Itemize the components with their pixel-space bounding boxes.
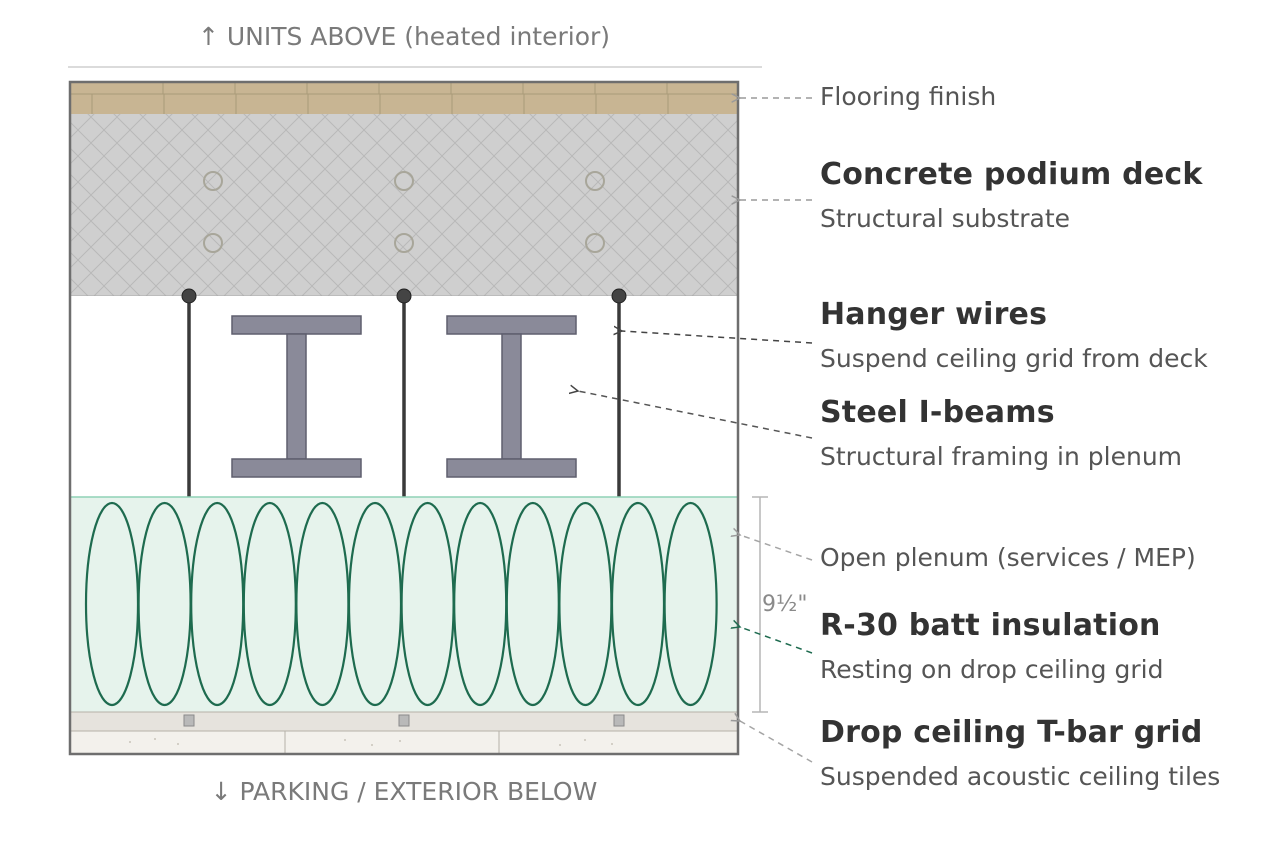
concrete-deck-layer bbox=[70, 114, 738, 297]
batt-insulation-layer bbox=[70, 496, 738, 712]
dimension-marker bbox=[752, 496, 768, 713]
bottom-edge-label: ↓ PARKING / EXTERIOR BELOW bbox=[210, 777, 598, 806]
leader-beams bbox=[578, 391, 813, 439]
hangers-subtitle: Suspend ceiling grid from deck bbox=[820, 344, 1208, 373]
ceiling-title: Drop ceiling T-bar grid bbox=[820, 715, 1203, 750]
plenum-label: Open plenum (services / MEP) bbox=[820, 543, 1196, 572]
ceiling-subtitle: Suspended acoustic ceiling tiles bbox=[820, 762, 1221, 791]
section-frame bbox=[68, 80, 740, 756]
beams-title: Steel I-beams bbox=[820, 395, 1055, 430]
deck-subtitle: Structural substrate bbox=[820, 204, 1071, 233]
i-beam bbox=[231, 315, 362, 478]
rebar-icon bbox=[203, 171, 223, 191]
leader-lines bbox=[578, 98, 813, 763]
rebar-icon bbox=[203, 233, 223, 253]
steel-i-beams bbox=[231, 315, 577, 478]
hanger-anchors bbox=[181, 288, 627, 304]
rebar-icon bbox=[585, 233, 605, 253]
insulation-subtitle: Resting on drop ceiling grid bbox=[820, 655, 1164, 684]
deck-title: Concrete podium deck bbox=[820, 157, 1203, 192]
beams-subtitle: Structural framing in plenum bbox=[820, 442, 1183, 471]
leader-hangers bbox=[622, 331, 813, 344]
hangers-title: Hanger wires bbox=[820, 297, 1048, 332]
rebar-icon bbox=[585, 171, 605, 191]
insulation-title: R-30 batt insulation bbox=[820, 608, 1161, 643]
flooring-label: Flooring finish bbox=[820, 82, 997, 111]
leader-insulation bbox=[740, 627, 813, 654]
top-edge-label: ↑ UNITS ABOVE (heated interior) bbox=[197, 22, 611, 51]
leader-ceiling bbox=[740, 721, 813, 763]
drop-ceiling-layer bbox=[69, 711, 739, 755]
dimension-label: 9½" bbox=[762, 592, 808, 617]
batt-loop bbox=[663, 501, 718, 707]
rebar-icon bbox=[394, 233, 414, 253]
i-beam bbox=[446, 315, 577, 478]
rebar-icon bbox=[394, 171, 414, 191]
flooring-layer bbox=[70, 82, 738, 114]
leader-plenum bbox=[740, 535, 813, 561]
